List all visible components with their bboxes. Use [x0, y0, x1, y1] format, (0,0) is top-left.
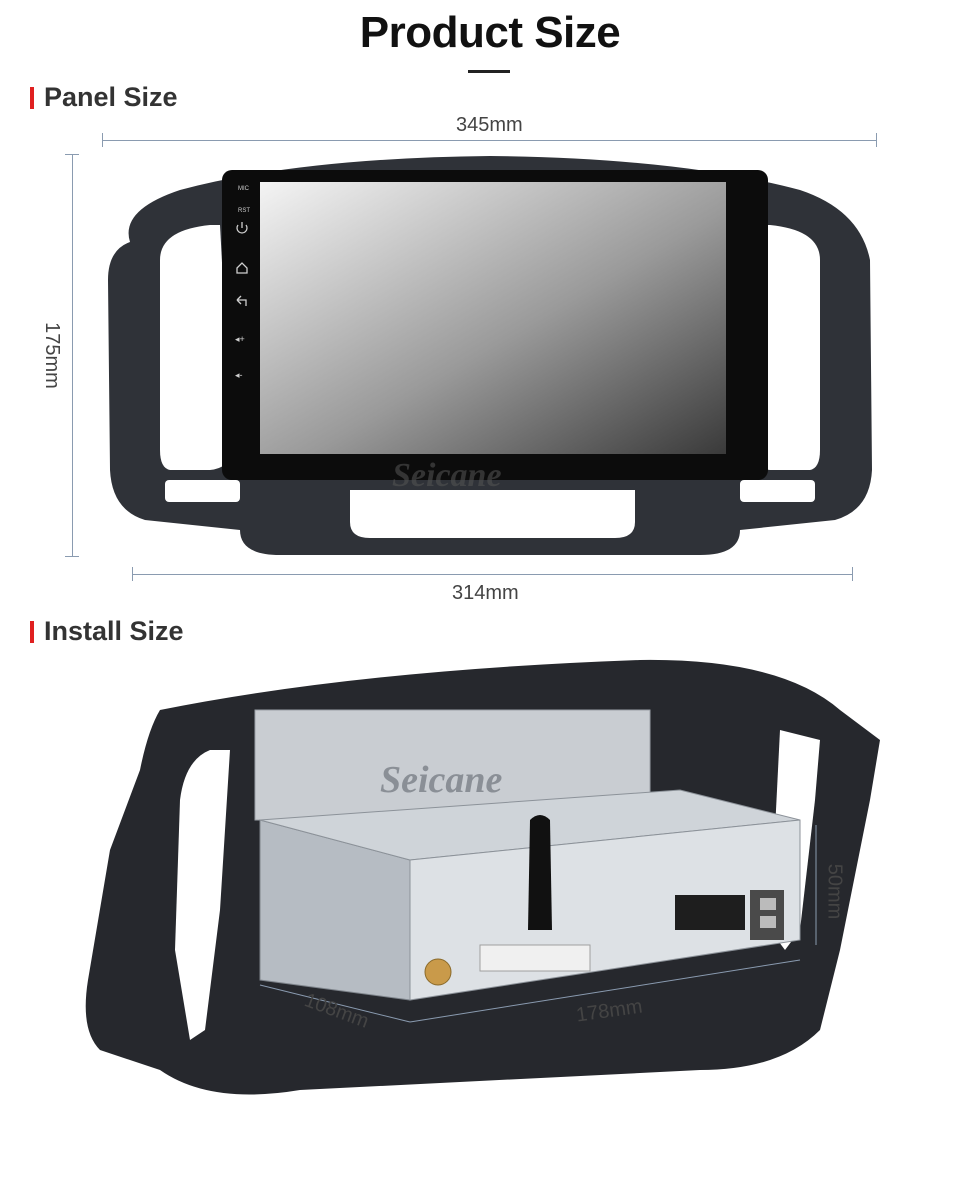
screen-display [260, 182, 726, 454]
title-underline [468, 70, 510, 73]
tick [65, 556, 79, 557]
page-title: Product Size [359, 8, 621, 57]
install-height-label: 50mm [823, 863, 846, 920]
install-illustration: Seicane [85, 659, 880, 1095]
panel-width-top-label: 345mm [456, 114, 523, 136]
panel-width-bottom-label: 314mm [452, 582, 519, 604]
tick [876, 133, 877, 147]
antenna [528, 815, 552, 930]
panel-width-bottom-line [132, 574, 852, 575]
panel-illustration: MIC RST ◂+ ◂- Seicane [108, 156, 872, 555]
install-size-label: Install Size [44, 616, 184, 646]
panel-brand: Seicane [392, 457, 502, 494]
tick [852, 567, 853, 581]
panel-size-heading: Panel Size [30, 82, 178, 113]
power-icon [236, 222, 248, 234]
antenna-port [424, 958, 452, 986]
tick [65, 154, 79, 155]
usb-ports [750, 890, 784, 940]
tick [102, 133, 103, 147]
volume-down-icon: ◂- [235, 370, 243, 380]
accent-bar [30, 620, 34, 643]
back-icon [236, 295, 247, 306]
install-brand: Seicane [380, 759, 503, 801]
tick [132, 567, 133, 581]
rst-label: RST [238, 208, 250, 214]
panel-size-label: Panel Size [44, 82, 178, 112]
panel-height-label: 175mm [40, 322, 63, 389]
panel-height-line [72, 154, 73, 556]
connector-block [479, 944, 591, 972]
wire-harness-port [675, 895, 745, 930]
volume-up-icon: ◂+ [235, 334, 245, 344]
home-icon [236, 262, 248, 274]
accent-bar [30, 86, 34, 109]
panel-width-top-line [102, 140, 876, 141]
mic-label: MIC [238, 186, 250, 192]
install-size-heading: Install Size [30, 616, 184, 647]
